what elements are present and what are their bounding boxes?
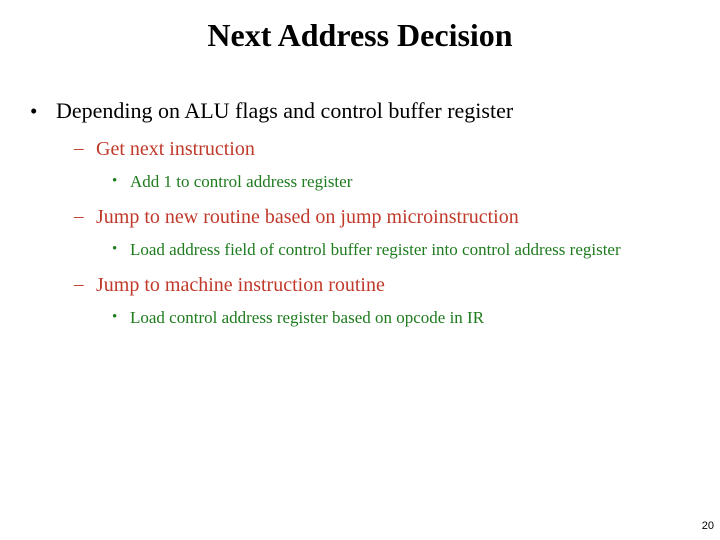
bullet-text: Jump to new routine based on jump microi…: [96, 206, 519, 228]
bullet-marker-icon: •: [112, 309, 118, 325]
slide-body: • Depending on ALU flags and control buf…: [0, 96, 720, 332]
bullet-item-level2: – Get next instruction: [74, 135, 720, 163]
page-number: 20: [701, 520, 714, 532]
bullet-item-level3: • Add 1 to control address register: [112, 169, 720, 194]
bullet-item-level3: • Load control address register based on…: [112, 305, 720, 330]
dash-marker-icon: –: [74, 138, 84, 159]
bullet-marker-icon: •: [112, 241, 118, 257]
bullet-marker-icon: •: [112, 173, 118, 189]
bullet-text: Add 1 to control address register: [130, 172, 353, 191]
bullet-marker-icon: •: [30, 99, 38, 123]
dash-marker-icon: –: [74, 206, 84, 227]
bullet-text: Get next instruction: [96, 138, 255, 160]
bullet-item-level1: • Depending on ALU flags and control buf…: [30, 96, 720, 126]
bullet-item-level2: – Jump to machine instruction routine: [74, 271, 720, 299]
bullet-text: Depending on ALU flags and control buffe…: [56, 98, 514, 123]
bullet-text: Jump to machine instruction routine: [96, 274, 385, 296]
bullet-text: Load address field of control buffer reg…: [130, 240, 621, 259]
bullet-text: Load control address register based on o…: [130, 308, 485, 327]
dash-marker-icon: –: [74, 274, 84, 295]
bullet-item-level3: • Load address field of control buffer r…: [112, 237, 720, 262]
page-title: Next Address Decision: [207, 17, 513, 53]
bullet-item-level2: – Jump to new routine based on jump micr…: [74, 203, 720, 231]
